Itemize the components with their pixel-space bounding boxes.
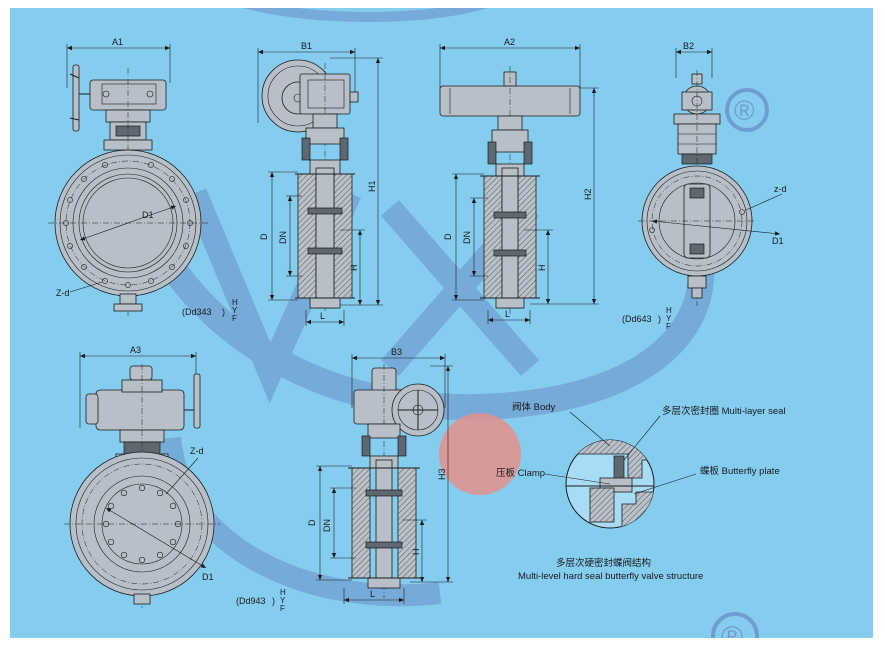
view6-side-electric: B3 D DN H H3 L bbox=[307, 347, 453, 604]
view2-side-gear: B1 D DN H H1 L bbox=[257, 41, 383, 326]
h1-label: H1 bbox=[367, 180, 377, 192]
v2-l-label: L bbox=[320, 311, 325, 321]
b2-label: B2 bbox=[683, 41, 694, 51]
registered-mark-icon: ® bbox=[725, 88, 769, 132]
zd-label: Z-d bbox=[56, 288, 70, 298]
detail-title-en: Multi-level hard seal butterfly valve st… bbox=[518, 571, 703, 582]
v3-d-label: D bbox=[443, 233, 453, 240]
model-code-dd343: (Dd343 ) H Y F bbox=[182, 298, 238, 323]
v4-d1-label: D1 bbox=[772, 236, 784, 246]
svg-text:H: H bbox=[666, 306, 672, 315]
v2-h-label: H bbox=[349, 265, 359, 272]
v6-l-label: L bbox=[370, 589, 375, 599]
v3-h-label: H bbox=[537, 265, 547, 272]
detail-title-cn: 多层次硬密封蝶阀结构 bbox=[556, 557, 651, 569]
model-code-dd943: (Dd943 ) H Y F bbox=[236, 588, 286, 613]
h3-label: H3 bbox=[437, 468, 447, 480]
bolt-holes bbox=[63, 162, 193, 288]
v5-zd-label: Z-d bbox=[190, 446, 204, 456]
a1-label: A1 bbox=[112, 37, 123, 47]
view4-front-wafer: B2 z-d D1 (Dd643 ) H Y F bbox=[622, 41, 787, 331]
b3-label: B3 bbox=[391, 347, 402, 357]
plate-label: 蝶板 Butterfly plate bbox=[700, 465, 780, 477]
seal-detail: 阀体 Body 多层次密封圈 Multi-layer seal 压板 Clamp… bbox=[496, 401, 786, 582]
svg-text:): ) bbox=[222, 307, 225, 317]
view1-front-gear: A1 D1 Z-d (Dd343 ) H Y bbox=[48, 37, 238, 323]
svg-text:®: ® bbox=[734, 95, 755, 126]
svg-text:Y: Y bbox=[666, 314, 672, 323]
v3-l-label: L bbox=[505, 309, 510, 319]
svg-text:(Dd943: (Dd943 bbox=[236, 596, 266, 606]
v6-h-label: H bbox=[411, 549, 421, 556]
red-circle-watermark bbox=[439, 413, 521, 495]
valve-drawing: ® ® A1 D bbox=[10, 0, 873, 659]
d1-label: D1 bbox=[142, 210, 154, 220]
v3-dn-label: DN bbox=[462, 231, 472, 244]
blue-panel: ® ® A1 D bbox=[10, 0, 873, 659]
h2-label: H2 bbox=[583, 188, 593, 200]
svg-text:): ) bbox=[272, 596, 275, 606]
svg-text:Y: Y bbox=[280, 596, 286, 605]
a3-label: A3 bbox=[130, 345, 141, 355]
v2-d-label: D bbox=[259, 233, 269, 240]
v6-d-label: D bbox=[307, 519, 317, 526]
v5-d1-label: D1 bbox=[202, 572, 214, 582]
svg-text:®: ® bbox=[721, 621, 743, 638]
svg-text:(Dd343: (Dd343 bbox=[182, 307, 212, 317]
clamp-label: 压板 Clamp bbox=[496, 467, 545, 479]
svg-text:): ) bbox=[658, 314, 661, 324]
zd-small-label: z-d bbox=[774, 184, 787, 194]
a2-label: A2 bbox=[504, 37, 515, 47]
svg-text:F: F bbox=[280, 604, 285, 613]
svg-text:H: H bbox=[280, 588, 286, 597]
b1-label: B1 bbox=[301, 41, 312, 51]
svg-text:(Dd643: (Dd643 bbox=[622, 314, 652, 324]
svg-text:H: H bbox=[232, 298, 238, 307]
body-label: 阀体 Body bbox=[512, 401, 556, 413]
v6-dn-label: DN bbox=[322, 519, 332, 532]
svg-text:F: F bbox=[666, 322, 671, 331]
model-code-dd643: (Dd643 ) H Y F bbox=[622, 306, 672, 331]
svg-text:Y: Y bbox=[232, 306, 238, 315]
seal-label: 多层次密封圈 Multi-layer seal bbox=[662, 405, 786, 417]
view3-side-pneumatic: A2 D DN H H2 L bbox=[439, 37, 599, 324]
view5-front-electric: A3 Z-d D1 (Dd943 ) H Y F bbox=[64, 345, 286, 613]
svg-text:F: F bbox=[232, 314, 237, 323]
v2-dn-label: DN bbox=[278, 231, 288, 244]
